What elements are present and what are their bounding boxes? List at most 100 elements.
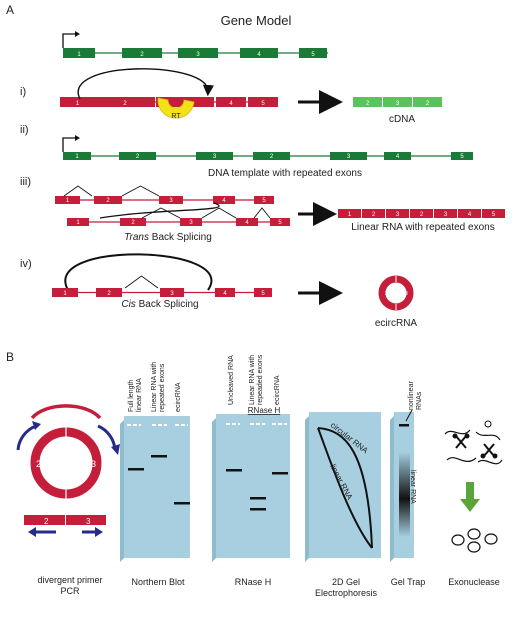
row-iii-intron-hat-1 bbox=[63, 185, 93, 197]
rnase-band-uncleaved bbox=[226, 469, 242, 472]
gel-trap-pointer bbox=[405, 409, 413, 422]
row-iii-intron-hat-2 bbox=[121, 185, 160, 197]
row-ii-exon-label-2: 2 bbox=[136, 154, 140, 160]
rnase-h-header: RNase H bbox=[248, 406, 281, 415]
row-iii-label: iii) bbox=[20, 176, 31, 188]
linear-rep-exon-3 bbox=[386, 209, 409, 218]
northern-lane-label-2-line-2: repeated exons bbox=[159, 363, 166, 412]
rnase-lane-label-3-line-1: ecircRNA bbox=[274, 375, 281, 405]
row-iii-intron-hat-3 bbox=[141, 207, 181, 219]
row-iii-bottom-exon-label-1: 1 bbox=[76, 220, 80, 226]
cdna-exon-label-1: 2 bbox=[366, 101, 370, 107]
gene-model-exon-label-4: 4 bbox=[257, 52, 261, 58]
row-iii-top-exon-label-1: 1 bbox=[66, 198, 70, 204]
linear-rep-exon-6 bbox=[458, 209, 481, 218]
linear-rep-exon-label-2: 2 bbox=[372, 212, 376, 218]
row-iii-top-exon-label-2: 2 bbox=[106, 198, 110, 204]
pcr-linear-exon-2 bbox=[24, 515, 65, 525]
northern-band-full-length bbox=[128, 468, 144, 471]
row-i-exon-label-1: 1 bbox=[76, 101, 80, 107]
row-ii-exon-6 bbox=[384, 152, 411, 160]
row-iii-top-exon-label-4: 4 bbox=[222, 198, 226, 204]
row-iii-bottom-exon-3 bbox=[180, 218, 202, 226]
exo-scissors-icon-2 bbox=[480, 443, 498, 459]
row-ii-exon-7 bbox=[451, 152, 473, 160]
gene-model-title: Gene Model bbox=[221, 13, 292, 28]
gel-trap: linear RNA bbox=[390, 409, 416, 562]
exonuclease-diagram bbox=[444, 420, 503, 553]
ecircrna-circle: 2 3 bbox=[378, 275, 414, 311]
rnase-lane-label-1-line-1: Uncleaved RNA bbox=[228, 355, 235, 405]
row-iv-caption: Cis Back Splicing bbox=[121, 299, 198, 310]
gene-model-exon-1 bbox=[63, 48, 95, 58]
rnase-lane-label-2-line-2: repeaded exons bbox=[257, 354, 264, 405]
row-ii-exon-3 bbox=[196, 152, 233, 160]
gene-model-exon-label-5: 5 bbox=[311, 52, 315, 58]
gel-trap-nonlinear-line-2: RNAs bbox=[416, 391, 423, 410]
ecirc-exon-2: 2 bbox=[385, 291, 388, 297]
gene-model-exon-5 bbox=[299, 48, 327, 58]
exo-circle-3 bbox=[467, 541, 481, 553]
linear-rep-exon-label-6: 4 bbox=[468, 212, 472, 218]
row-iii-top-exon-label-5: 5 bbox=[262, 198, 266, 204]
gel-trap-nonlinear-band bbox=[399, 424, 409, 427]
rt-label: RT bbox=[171, 113, 181, 120]
cis-italic: Cis bbox=[121, 299, 135, 310]
row-iv-exon-label-4: 4 bbox=[223, 291, 227, 297]
ecirc-exon-3: 3 bbox=[405, 291, 408, 297]
row-ii-exon-label-6: 4 bbox=[396, 154, 400, 160]
trans-italic: Trans bbox=[124, 232, 149, 243]
rnase-caption: RNase H bbox=[235, 577, 272, 587]
gel-trap-nonlinear-line-1: nonlinear bbox=[408, 381, 415, 410]
row-iii-bottom-exon-label-2: 2 bbox=[131, 220, 135, 226]
row-ii-exon-label-7: 5 bbox=[460, 154, 464, 160]
row-i-exon-label-5: 5 bbox=[261, 101, 265, 107]
row-ii-exon-label-1: 1 bbox=[75, 154, 79, 160]
cdna-exon-1 bbox=[353, 97, 382, 107]
row-iv-exon-4 bbox=[215, 288, 235, 297]
pcr-circle-exon-2: 2 bbox=[36, 459, 41, 469]
row-iii-top-exon-label-3: 3 bbox=[169, 198, 173, 204]
gel-2d-caption-1: 2D Gel bbox=[332, 577, 360, 587]
exo-scissors-icon-1 bbox=[452, 433, 470, 449]
row-iii-caption: Trans Back Splicing bbox=[124, 232, 212, 243]
row-ii-exon-label-4: 2 bbox=[270, 154, 274, 160]
gene-model-tss-arrow-icon bbox=[62, 33, 75, 48]
exo-circle-1 bbox=[451, 534, 465, 546]
row-i-exon-1 bbox=[60, 97, 95, 107]
row-i-exon-label-4: 4 bbox=[229, 101, 233, 107]
gene-model-exon-label-3: 3 bbox=[196, 52, 200, 58]
row-i-exon-4 bbox=[216, 97, 246, 107]
gene-model-exon-3 bbox=[178, 48, 218, 58]
cdna-label: cDNA bbox=[389, 114, 415, 125]
row-iii-top-exon-4 bbox=[213, 196, 235, 204]
gel-2d-caption-2: Electrophoresis bbox=[315, 588, 378, 598]
pcr-blue-primer-left bbox=[16, 424, 37, 451]
gene-model-exon-label-2: 2 bbox=[140, 52, 144, 58]
row-iii-intron-hat-4 bbox=[201, 207, 237, 219]
rnase-band-repeated-2 bbox=[250, 508, 266, 511]
linear-rep-exon-5 bbox=[434, 209, 457, 218]
trans-splice-connector bbox=[99, 202, 220, 219]
row-i-exon-5 bbox=[248, 97, 278, 107]
row-iii-bottom-exon-label-3: 3 bbox=[189, 220, 193, 226]
rt-loop-arc bbox=[77, 68, 214, 100]
northern-lane-label-1-line-1: Full length bbox=[128, 380, 135, 412]
pcr-linear-label-3: 3 bbox=[86, 517, 91, 526]
row-iii-bottom-exon-1 bbox=[67, 218, 89, 226]
cdna-exon-label-2: 3 bbox=[396, 101, 400, 107]
pcr-caption-2: PCR bbox=[60, 586, 80, 596]
linear-rep-exon-label-7: 5 bbox=[492, 212, 496, 218]
rnase-lane-label-2-line-1: Linear RNA with bbox=[249, 355, 256, 405]
pcr-circle-exon-3: 3 bbox=[91, 459, 96, 469]
northern-band-repeated bbox=[151, 455, 167, 458]
row-iii-bottom-exon-4 bbox=[236, 218, 258, 226]
exo-linear-strand-1 bbox=[444, 429, 471, 435]
pcr-diagram: 2 3 2 3 bbox=[16, 404, 120, 537]
